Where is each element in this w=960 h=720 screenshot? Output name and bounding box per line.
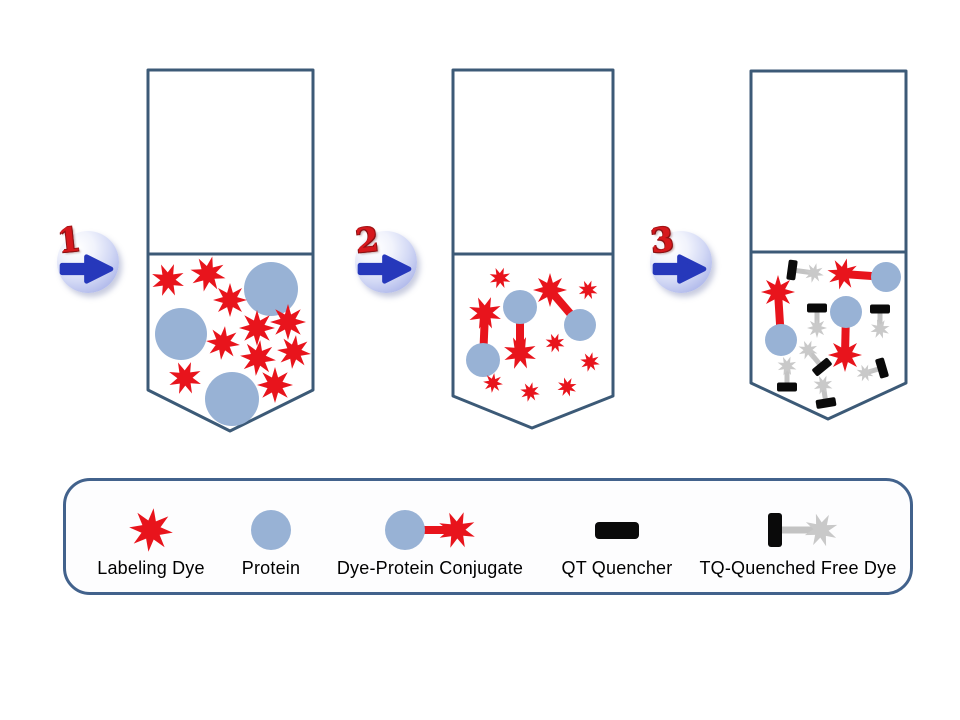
step-1-number: 1	[55, 219, 83, 261]
legend-label-dye-protein-conjugate: Dye-Protein Conjugate	[336, 558, 524, 578]
arrow-right-icon	[652, 254, 707, 284]
labeling-dye-star	[761, 275, 795, 309]
labeling-dye-star	[520, 382, 540, 402]
quenched-dye-star	[856, 364, 874, 382]
dye-protein-conjugate	[761, 275, 797, 356]
labeling-dye-star	[152, 264, 184, 296]
tq-quenched-free-dye	[777, 356, 797, 392]
tq-quenched-free-dye	[856, 357, 889, 382]
step-3-sphere	[650, 231, 712, 293]
labeling-dye-star	[489, 267, 511, 289]
quenched-dye-star	[870, 319, 890, 339]
labeling-dye-star	[828, 338, 862, 372]
protein-circle	[765, 324, 797, 356]
quenched-dye-star	[804, 513, 838, 547]
legend-label-tq-quenched-free-dye: TQ-Quenched Free Dye	[699, 558, 897, 578]
labeling-dye-star	[439, 512, 475, 548]
protein-circle	[564, 309, 596, 341]
protein-circle	[871, 262, 901, 292]
step-2-sphere	[355, 231, 417, 293]
labeling-dye-star	[190, 256, 226, 292]
quenched-dye-star	[807, 318, 827, 338]
arrow-right-icon	[357, 254, 412, 284]
labeling-dye-star	[257, 367, 293, 403]
legend-label-labeling-dye: Labeling Dye	[97, 558, 205, 578]
qt-quencher-rect	[786, 259, 798, 281]
legend-item-dye-protein-conjugate: Dye-Protein Conjugate	[320, 504, 540, 579]
dye-protein-conjugate	[827, 258, 901, 292]
legend-item-protein: Protein	[161, 504, 381, 579]
quenched-dye-star	[813, 375, 833, 395]
protein-icon	[251, 510, 291, 550]
labeling-dye-star	[545, 333, 565, 353]
legend-item-qt-quencher: QT Quencher	[507, 504, 727, 579]
legend-box: Labeling Dye Protein Dye-Protein Conjuga…	[63, 478, 913, 595]
labeling-dye-star	[206, 326, 240, 360]
qt-quencher-rect	[815, 397, 837, 409]
labeling-dye-star	[240, 340, 276, 376]
protein-circle	[205, 372, 259, 426]
labeling-dye-star	[213, 283, 247, 317]
quenched-dye-star	[804, 263, 824, 283]
tube-3-quenched	[749, 69, 908, 421]
protein-circle	[385, 510, 425, 550]
protein-circle	[244, 262, 298, 316]
tube-2-conjugation-reaction	[451, 68, 615, 430]
tq-quenched-free-dye	[813, 375, 837, 409]
qt-quencher-rect	[875, 357, 889, 379]
labeling-dye-star	[580, 352, 600, 372]
dye-protein-conjugate-icon	[385, 510, 475, 550]
qt-quencher-icon	[595, 522, 639, 539]
labeling-dye-star	[469, 297, 501, 329]
protein-circle	[466, 343, 500, 377]
labeling-dye-star	[578, 280, 598, 300]
legend-label-protein: Protein	[241, 558, 301, 578]
qt-quencher-rect	[777, 382, 797, 392]
dye-protein-conjugate	[385, 510, 475, 550]
tq-quenched-free-dye	[798, 340, 832, 377]
qt-quencher-rect	[870, 304, 890, 314]
step-3-number: 3	[648, 219, 676, 261]
labeling-dye-star	[827, 258, 859, 290]
tq-quenched-free-dye	[870, 304, 890, 339]
qt-quencher-rect	[768, 513, 782, 547]
labeling-dye-star	[129, 508, 173, 552]
protein-circle	[155, 308, 207, 360]
legend-item-labeling-dye: Labeling Dye	[41, 504, 261, 579]
qt-quencher-rect	[595, 522, 639, 539]
qt-quencher-rect	[807, 303, 827, 313]
tq-quenched-free-dye	[807, 303, 827, 338]
step-2-number: 2	[353, 219, 381, 261]
labeling-dye-star	[504, 337, 536, 369]
dye-protein-conjugate	[466, 297, 501, 377]
tube-1-dye-plus-protein	[146, 68, 315, 433]
tq-quenched-free-dye	[786, 259, 824, 283]
labeling-dye-star	[270, 304, 306, 340]
labeling-dye-star	[533, 273, 567, 307]
legend-label-qt-quencher: QT Quencher	[561, 558, 673, 578]
legend-item-tq-quenched-free-dye: TQ-Quenched Free Dye	[688, 504, 908, 579]
dye-protein-conjugate	[533, 273, 596, 341]
labeling-dye-star	[483, 373, 503, 393]
dye-protein-conjugate	[503, 290, 537, 369]
arrow-right-icon	[59, 254, 114, 284]
protein-circle	[503, 290, 537, 324]
protein-circle	[251, 510, 291, 550]
labeling-dye-icon	[129, 508, 173, 552]
protein-circle	[830, 296, 862, 328]
quenched-dye-star	[777, 356, 797, 376]
step-1-sphere	[57, 231, 119, 293]
tq-quenched-free-dye-icon	[768, 513, 838, 547]
labeling-dye-star	[169, 362, 201, 394]
dye-protein-conjugate	[828, 296, 862, 372]
qt-quencher-rect	[812, 357, 832, 377]
labeling-dye-star	[277, 335, 311, 369]
quenched-dye-star	[798, 340, 818, 360]
labeling-dye-star	[239, 310, 275, 346]
labeling-dye-star	[557, 377, 577, 397]
